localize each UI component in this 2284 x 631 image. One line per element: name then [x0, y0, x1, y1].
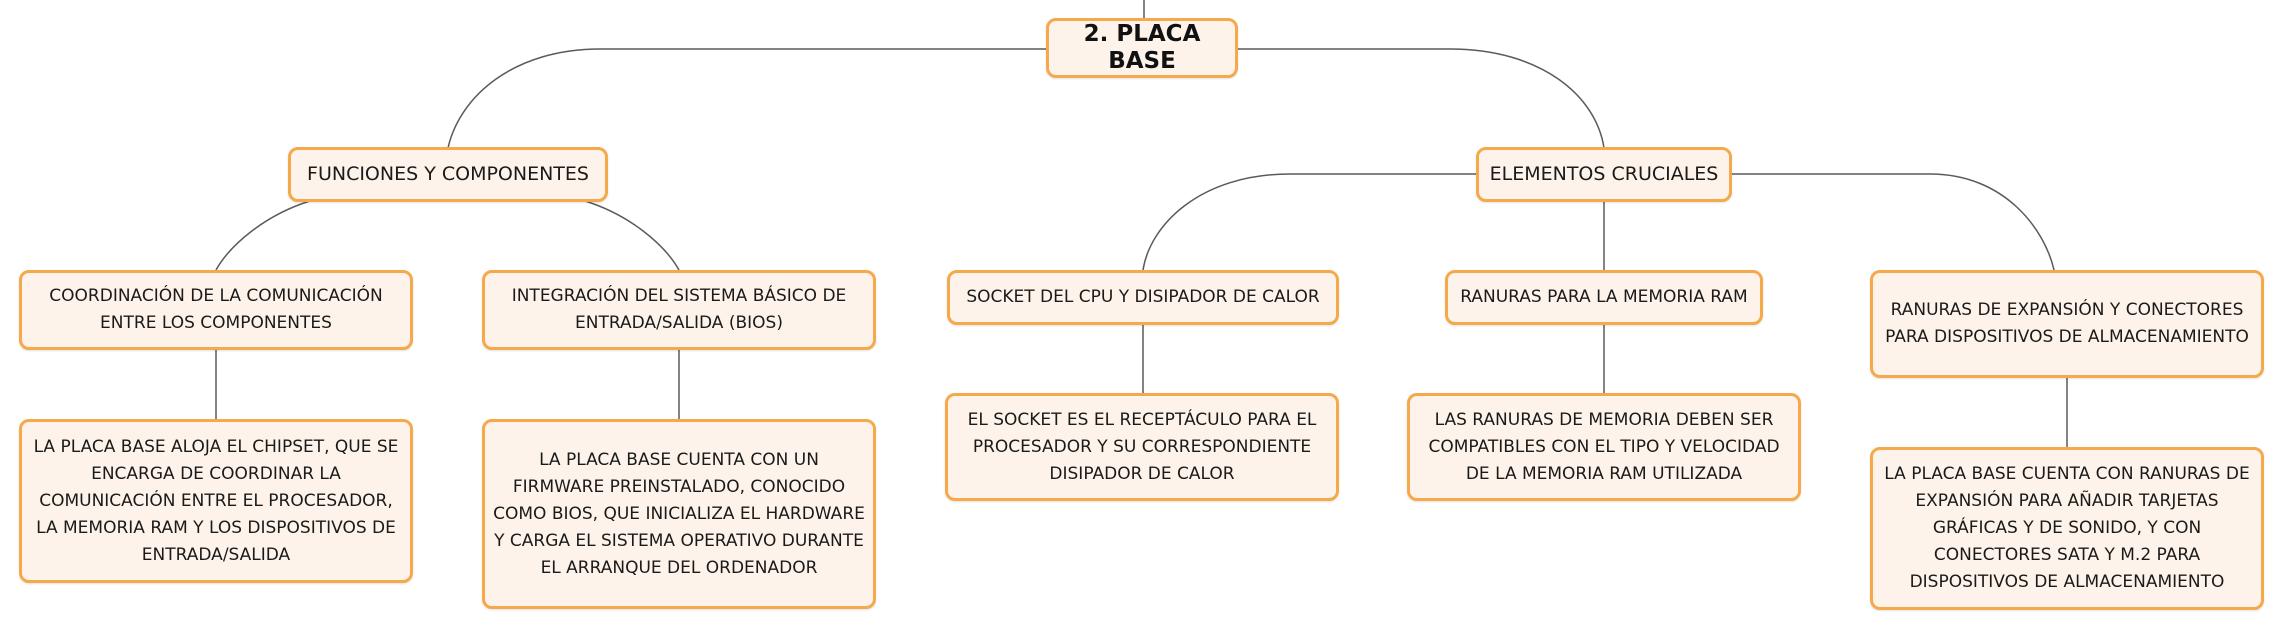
node-socket-cpu[interactable]: SOCKET DEL CPU Y DISIPADOR DE CALOR	[947, 270, 1339, 325]
detail-text: LA PLACA BASE ALOJA EL CHIPSET, QUE SE E…	[33, 436, 399, 565]
root-node-label: 2. PLACA BASE	[1083, 21, 1201, 74]
detail-text: LA PLACA BASE CUENTA CON RANURAS DE EXPA…	[1884, 464, 2250, 592]
node-label: RANURAS DE EXPANSIÓN Y CONECTORES PARA D…	[1885, 300, 2249, 347]
detail-node-bios[interactable]: LA PLACA BASE CUENTA CON UN FIRMWARE PRE…	[482, 419, 876, 609]
node-label: INTEGRACIÓN DEL SISTEMA BÁSICO DE ENTRAD…	[511, 286, 847, 333]
branch-node-funciones-componentes[interactable]: FUNCIONES Y COMPONENTES	[288, 147, 608, 202]
node-label: SOCKET DEL CPU Y DISIPADOR DE CALOR	[966, 287, 1320, 307]
detail-node-ranuras-memoria[interactable]: LAS RANURAS DE MEMORIA DEBEN SER COMPATI…	[1407, 393, 1801, 501]
branch-node-label: FUNCIONES Y COMPONENTES	[307, 163, 589, 185]
root-node-placa-base[interactable]: 2. PLACA BASE	[1046, 18, 1238, 78]
detail-text: EL SOCKET ES EL RECEPTÁCULO PARA EL PROC…	[967, 409, 1317, 484]
node-integracion-bios[interactable]: INTEGRACIÓN DEL SISTEMA BÁSICO DE ENTRAD…	[482, 270, 876, 350]
connector-elementos-to-expansion	[1732, 173, 2055, 271]
branch-node-elementos-cruciales[interactable]: ELEMENTOS CRUCIALES	[1476, 147, 1732, 202]
detail-text: LA PLACA BASE CUENTA CON UN FIRMWARE PRE…	[493, 449, 865, 578]
detail-node-ranuras-expansion[interactable]: LA PLACA BASE CUENTA CON RANURAS DE EXPA…	[1870, 447, 2264, 610]
detail-node-socket[interactable]: EL SOCKET ES EL RECEPTÁCULO PARA EL PROC…	[945, 393, 1339, 501]
detail-text: LAS RANURAS DE MEMORIA DEBEN SER COMPATI…	[1428, 409, 1780, 484]
connector-elementos-to-socket	[1142, 173, 1476, 271]
node-label: RANURAS PARA LA MEMORIA RAM	[1460, 287, 1748, 307]
connector-root-to-elementos	[1238, 48, 1605, 149]
connector-root-to-funciones	[447, 48, 1046, 149]
detail-node-chipset[interactable]: LA PLACA BASE ALOJA EL CHIPSET, QUE SE E…	[19, 419, 413, 583]
node-ranuras-expansion[interactable]: RANURAS DE EXPANSIÓN Y CONECTORES PARA D…	[1870, 270, 2264, 378]
node-coordinacion-comunicacion[interactable]: COORDINACIÓN DE LA COMUNICACIÓN ENTRE LO…	[19, 270, 413, 350]
connector-funciones-to-integracion	[584, 200, 680, 271]
branch-node-label: ELEMENTOS CRUCIALES	[1489, 163, 1719, 185]
node-label: COORDINACIÓN DE LA COMUNICACIÓN ENTRE LO…	[49, 286, 383, 333]
node-ranuras-memoria-ram[interactable]: RANURAS PARA LA MEMORIA RAM	[1445, 270, 1763, 325]
connector-funciones-to-coordinacion	[215, 200, 311, 271]
